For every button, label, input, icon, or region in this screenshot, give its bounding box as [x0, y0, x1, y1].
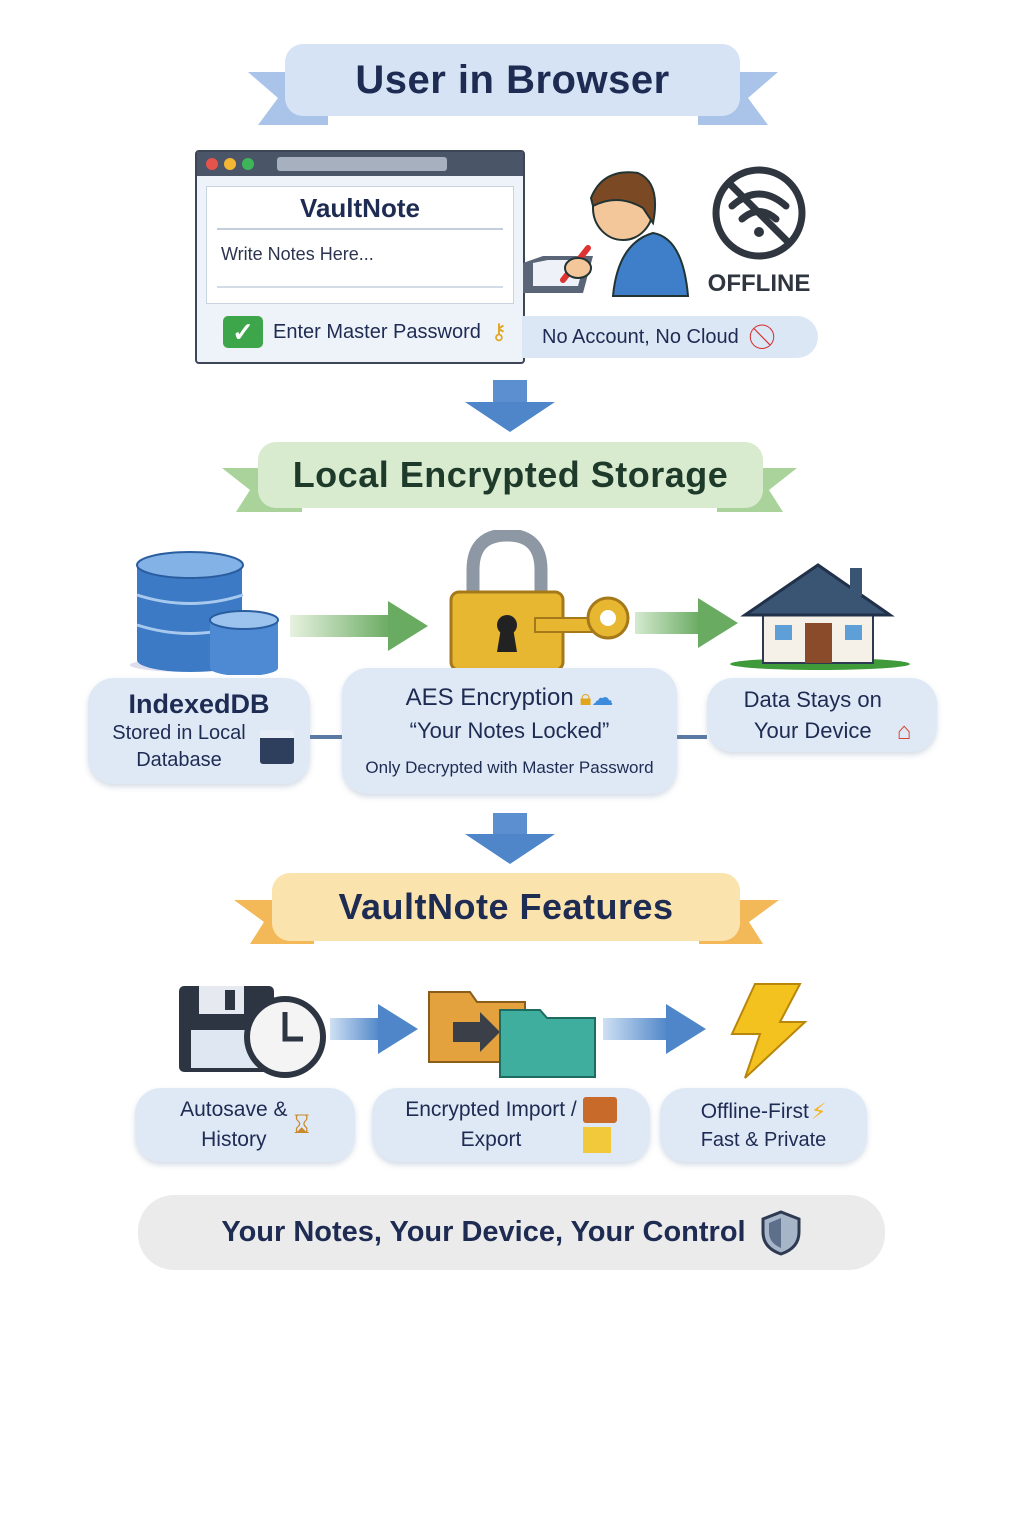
section-title-browser: User in Browser — [285, 44, 740, 116]
indexeddb-title: IndexedDB — [128, 688, 270, 719]
checkbox-checked-icon[interactable]: ✓ — [223, 316, 263, 348]
aes-encryption-card: AES Encryption 🔒︎☁ “Your Notes Locked” O… — [342, 668, 677, 794]
feature-card-offline-first: Offline-First ⚡︎ Fast & Private — [660, 1088, 867, 1162]
database-icon — [130, 551, 279, 675]
feature-autosave-line2: History — [201, 1128, 267, 1151]
data-stays-text: Data Stays on Your Device — [743, 687, 882, 743]
browser-titlebar — [197, 152, 523, 176]
small-lightning-icon: ⚡︎ — [810, 1098, 827, 1124]
feature-import-line1: Encrypted Import / — [405, 1098, 577, 1121]
feature-card-autosave: Autosave & History ⌛︎ — [135, 1088, 355, 1162]
key-icon: ⚷ — [490, 319, 507, 344]
arrow-down-1 — [465, 402, 555, 432]
aes-subtext: Only Decrypted with Master Password — [365, 758, 654, 777]
arrow-right-features-2 — [603, 1004, 706, 1054]
connector-left — [310, 735, 345, 739]
note-input[interactable]: Write Notes Here... — [221, 244, 374, 264]
aes-quote: “Your Notes Locked” — [409, 718, 610, 743]
briefcase-box-icon — [582, 1097, 617, 1153]
aes-title: AES Encryption — [405, 684, 574, 711]
feature-autosave-line1: Autosave & — [180, 1098, 288, 1121]
arrow-down-2 — [465, 834, 555, 864]
floppy-clock-icon — [179, 986, 326, 1078]
offline-label: OFFLINE — [707, 270, 811, 297]
section-title-features: VaultNote Features — [272, 873, 740, 941]
arrow-down-1-stem — [493, 380, 527, 402]
arrow-down-2-stem — [493, 813, 527, 835]
floppy-disk-icon — [260, 729, 294, 764]
footer-text: Your Notes, Your Device, Your Control — [221, 1216, 746, 1248]
arrow-right-db-to-lock — [290, 601, 428, 651]
feature-card-import-export: Encrypted Import / Export — [372, 1088, 650, 1162]
shield-icon — [761, 1209, 801, 1256]
connector-right — [672, 735, 707, 739]
folders-import-export-icon — [428, 991, 596, 1078]
address-bar[interactable] — [277, 157, 447, 171]
indexeddb-card: IndexedDB Stored in Local Database — [88, 678, 310, 784]
house-icon — [730, 563, 910, 670]
feature-import-line2: Export — [460, 1128, 522, 1151]
no-account-text: No Account, No Cloud — [542, 325, 739, 348]
feature-offline-line2: Fast & Private — [700, 1128, 827, 1151]
master-password-label[interactable]: Enter Master Password — [273, 320, 481, 343]
lightning-bolt-icon — [730, 983, 808, 1079]
arrow-right-features-1 — [330, 1004, 418, 1054]
no-cloud-icon: 🚫︎ — [746, 323, 778, 351]
data-stays-card: Data Stays on Your Device ⌂ — [707, 678, 937, 752]
close-dot-icon[interactable] — [206, 158, 218, 170]
indexeddb-text: Stored in Local Database — [112, 721, 246, 771]
padlock-key-icon — [449, 530, 630, 672]
feature-offline-line1: Offline-First — [700, 1099, 809, 1123]
app-title: VaultNote — [300, 193, 420, 223]
section-title-storage: Local Encrypted Storage — [258, 442, 763, 508]
arrow-right-lock-to-house — [635, 598, 738, 648]
minimize-dot-icon[interactable] — [224, 158, 236, 170]
hourglass-icon: ⌛︎ — [293, 1109, 310, 1139]
browser-window: VaultNote Write Notes Here... ✓ Enter Ma… — [195, 150, 525, 364]
lock-cloud-icon: 🔒︎☁ — [579, 685, 614, 710]
footer-banner: Your Notes, Your Device, Your Control — [138, 1195, 885, 1270]
maximize-dot-icon[interactable] — [242, 158, 254, 170]
wifi-off-icon — [712, 166, 806, 260]
person-writing-illustration — [523, 171, 690, 297]
no-account-pill: No Account, No Cloud 🚫︎ — [522, 316, 818, 358]
small-house-icon: ⌂ — [896, 718, 912, 745]
